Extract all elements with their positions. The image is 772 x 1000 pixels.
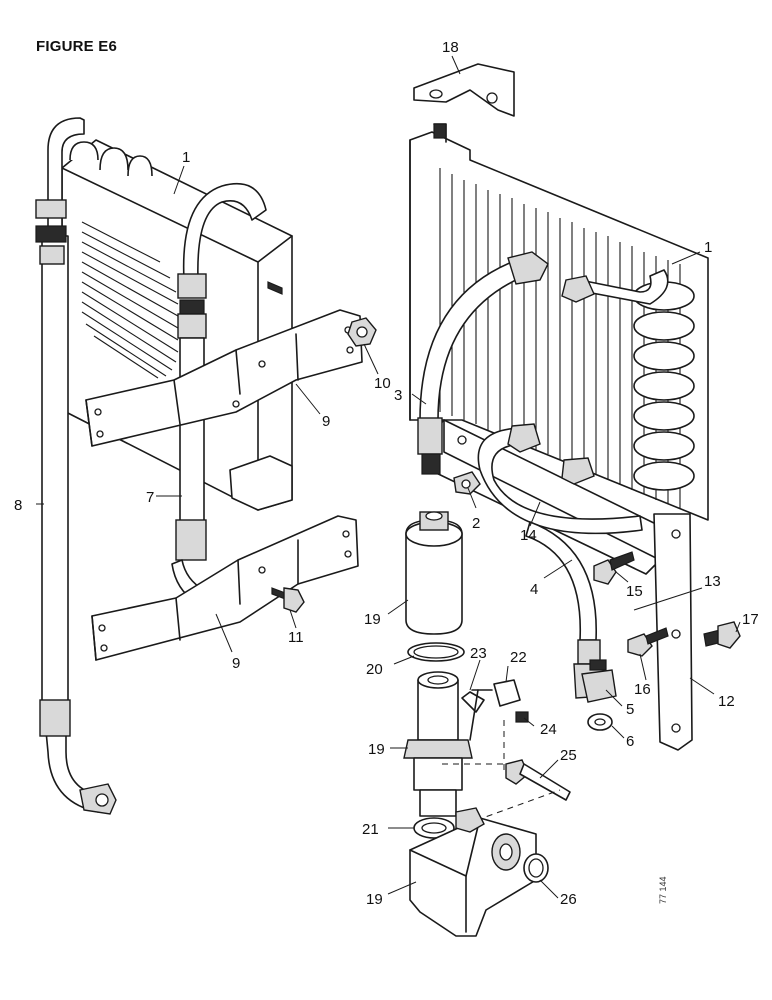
valve-block-19 <box>409 807 537 937</box>
callout-2: 2 <box>472 515 480 532</box>
hose-8 <box>35 117 117 815</box>
callout-7: 7 <box>146 489 154 506</box>
callout-22: 22 <box>510 649 527 666</box>
callout-19-head: 19 <box>368 741 385 758</box>
callout-12: 12 <box>718 693 735 710</box>
callout-labels: 1 1 2 3 4 5 6 7 8 9 9 10 11 12 13 14 15 … <box>14 39 759 908</box>
callout-20: 20 <box>366 661 383 678</box>
callout-9-lower: 9 <box>232 655 240 672</box>
callout-18: 18 <box>442 39 459 56</box>
filter-canister-19 <box>405 511 463 635</box>
callout-10: 10 <box>374 375 391 392</box>
bolt-16 <box>627 627 669 657</box>
callout-19-canister: 19 <box>364 611 381 628</box>
callout-17: 17 <box>742 611 759 628</box>
nut-10 <box>347 317 377 347</box>
hose-14 <box>477 423 643 535</box>
washer-6 <box>587 713 613 731</box>
callout-25: 25 <box>560 747 577 764</box>
callout-1-left: 1 <box>182 149 190 166</box>
bolt-17 <box>703 621 741 649</box>
reference-code: 77 144 <box>658 876 668 904</box>
callout-3: 3 <box>394 387 402 404</box>
figure-title: FIGURE E6 <box>36 38 117 55</box>
callout-21: 21 <box>362 821 379 838</box>
seal-21 <box>413 817 455 839</box>
callout-6: 6 <box>626 733 634 750</box>
callout-1-right: 1 <box>704 239 712 256</box>
callout-11: 11 <box>288 629 304 646</box>
bracket-12 <box>653 513 693 751</box>
callout-8: 8 <box>14 497 22 514</box>
plug-24 <box>515 711 529 723</box>
union-5 <box>581 659 617 703</box>
bolt-11 <box>271 587 305 613</box>
nut-2 <box>453 471 481 495</box>
bracket-18 <box>413 63 515 117</box>
callout-4: 4 <box>530 581 538 598</box>
bolt-25 <box>505 759 571 801</box>
callout-5: 5 <box>626 701 634 718</box>
callout-23: 23 <box>470 645 487 662</box>
callout-15: 15 <box>626 583 643 600</box>
callout-14: 14 <box>520 527 537 544</box>
bolt-15 <box>593 551 635 585</box>
callout-24: 24 <box>540 721 557 738</box>
clip-23 <box>461 691 485 713</box>
sensor-22 <box>469 679 521 741</box>
callout-26: 26 <box>560 891 577 908</box>
callout-19-block: 19 <box>366 891 383 908</box>
leader-lines <box>36 55 741 899</box>
filter-head-19 <box>403 671 473 817</box>
hose-3 <box>417 251 549 475</box>
callout-16: 16 <box>634 681 651 698</box>
callout-9-upper: 9 <box>322 413 330 430</box>
bracket-9-lower <box>91 515 359 661</box>
hose-top-right <box>561 269 669 305</box>
callout-13: 13 <box>704 573 721 590</box>
o-ring-26 <box>523 853 549 883</box>
seal-20 <box>407 642 465 662</box>
